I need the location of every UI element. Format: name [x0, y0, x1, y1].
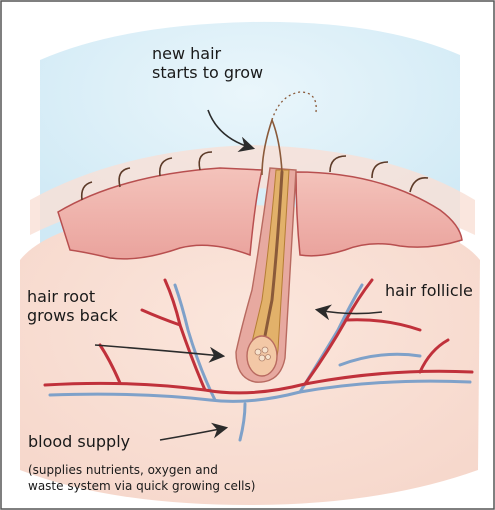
label-hair-root: hair root grows back	[27, 288, 118, 326]
label-blood-supply: blood supply	[28, 433, 130, 452]
label-blood-supply-note: (supplies nutrients, oxygen and waste sy…	[28, 462, 255, 494]
label-new-hair: new hair starts to grow	[152, 45, 263, 83]
label-hair-follicle: hair follicle	[385, 282, 473, 301]
